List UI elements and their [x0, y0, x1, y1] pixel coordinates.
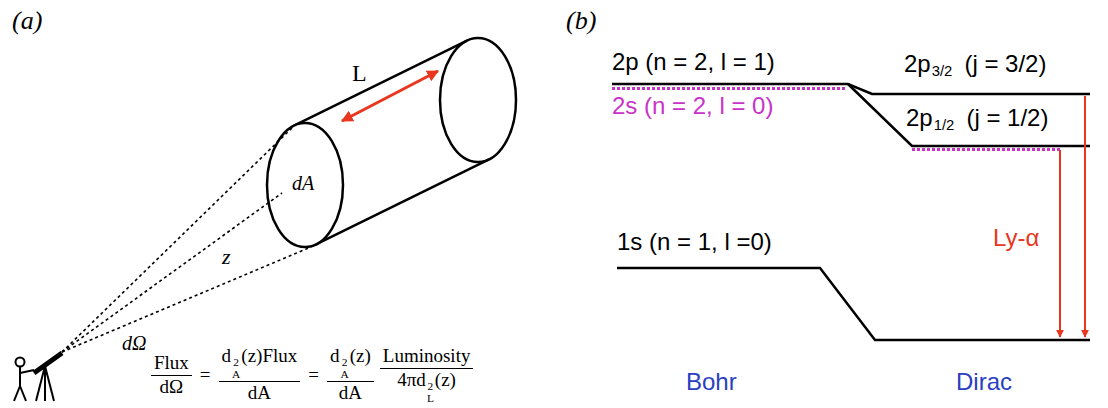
- fraction-numerator: Luminosity: [380, 346, 474, 369]
- level-label-group: 2p3/2 (j = 3/2): [904, 50, 1046, 79]
- level-label: 2p: [904, 50, 931, 77]
- formula-fraction: d2A(z)dA: [327, 346, 374, 404]
- model-label-group: Bohr: [686, 368, 737, 396]
- formula-term: d: [222, 345, 232, 366]
- formula-indices: 2L: [427, 381, 434, 404]
- observer-icon: [14, 353, 62, 401]
- formula-subscript: L: [427, 393, 434, 404]
- redshift-label-group: z: [222, 244, 231, 270]
- level-label: (j = 1/2): [966, 104, 1048, 131]
- transition-arrows: [1060, 96, 1085, 337]
- level-label-group: 1s (n = 1, l =0): [617, 228, 772, 256]
- panel-letter: (b): [566, 6, 596, 35]
- degenerate-level: [612, 89, 1060, 150]
- level-label: 2p: [906, 104, 933, 131]
- level-label: 2p (n = 2, l = 1): [612, 48, 775, 75]
- fraction-denominator: dA: [245, 382, 274, 404]
- formula-fraction: Luminosity 4πd2L(z): [380, 346, 474, 404]
- level-label-group: 2p (n = 2, l = 1): [612, 48, 775, 76]
- formula-superscript: 2: [340, 357, 348, 368]
- sight-lines: [62, 126, 318, 352]
- formula-term: dA: [339, 382, 362, 403]
- solid-angle-label-group: dΩ: [122, 332, 146, 355]
- formula-fraction: d2A(z)FluxdA: [219, 346, 301, 404]
- level-label-group: 2p1/2 (j = 1/2): [906, 104, 1048, 133]
- formula-operator: =: [308, 364, 319, 385]
- formula-term: 4πd: [397, 369, 426, 390]
- formula: FluxdΩ=d2A(z)FluxdA=d2A(z)dALuminosity4π…: [148, 346, 476, 404]
- level-label: 2s (n = 2, l = 0): [612, 92, 773, 119]
- formula-term: (z): [435, 369, 456, 390]
- fraction-numerator: d2A(z): [327, 346, 374, 382]
- formula-indices: 2A: [340, 357, 348, 380]
- formula-term: (z): [350, 345, 371, 366]
- transition-label: Ly-α: [993, 224, 1039, 251]
- model-label-group: Dirac: [956, 368, 1012, 396]
- formula-term: Flux: [154, 352, 189, 373]
- level-label: (j = 3/2): [964, 50, 1046, 77]
- model-label: Dirac: [956, 368, 1012, 395]
- model-label: Bohr: [686, 368, 737, 395]
- fraction-denominator: 4πd2L(z): [394, 369, 459, 404]
- formula-fraction: Flux dΩ: [151, 353, 192, 398]
- fraction-denominator: dΩ: [157, 376, 187, 398]
- length-label-group: L: [352, 60, 367, 87]
- panel-letter-group: (a): [12, 6, 42, 36]
- formula-superscript: 2: [427, 381, 434, 392]
- formula-subscript: A: [232, 369, 240, 380]
- cylinder: [267, 38, 516, 247]
- fraction-numerator: d2A(z)Flux: [219, 346, 301, 382]
- formula-indices: 2A: [232, 357, 240, 380]
- transition-label-group: Ly-α: [993, 224, 1039, 252]
- formula-term: d: [330, 345, 340, 366]
- level-label: 3/2: [932, 63, 953, 79]
- formula-symbol: d2A: [222, 345, 242, 366]
- formula-term: Luminosity: [383, 345, 471, 366]
- formula-operator: =: [200, 364, 211, 385]
- fraction-numerator: Flux: [151, 353, 192, 376]
- formula-superscript: 2: [232, 357, 240, 368]
- length-label: L: [352, 60, 367, 86]
- panel-letter-group: (b): [566, 6, 596, 36]
- formula-term: (z)Flux: [241, 345, 297, 366]
- formula-term: dΩ: [160, 376, 184, 397]
- energy-levels: [612, 84, 1090, 340]
- area-label: dA: [292, 172, 314, 194]
- fraction-denominator: dA: [336, 382, 365, 404]
- area-label-group: dA: [292, 172, 314, 195]
- level-label: 1s (n = 1, l =0): [617, 228, 772, 255]
- solid-angle-label: dΩ: [122, 332, 146, 354]
- formula-symbol: d2A: [330, 345, 350, 366]
- formula-term: dA: [248, 382, 271, 403]
- level-label: 1/2: [934, 117, 955, 133]
- level-label-group: 2s (n = 2, l = 0): [612, 92, 773, 120]
- formula-subscript: A: [340, 369, 348, 380]
- formula-symbol: 4πd2L: [397, 369, 435, 390]
- panel-letter: (a): [12, 6, 42, 35]
- redshift-label: z: [222, 244, 231, 269]
